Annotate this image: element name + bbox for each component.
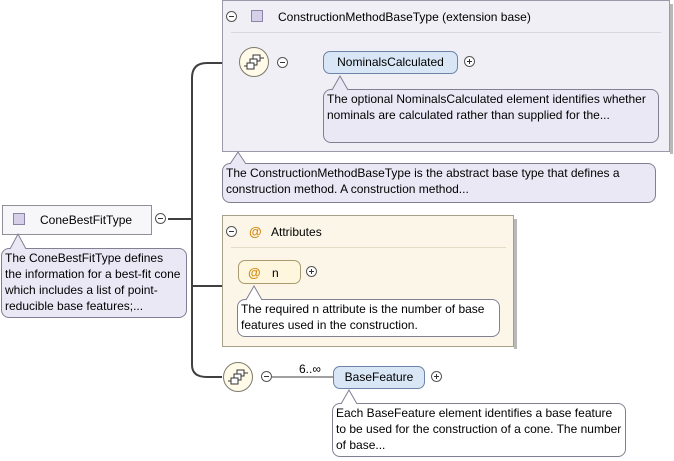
title-separator: [231, 247, 506, 248]
complex-type-icon: [251, 10, 263, 22]
attributes-collapse-icon[interactable]: [226, 226, 237, 237]
extension-doc-note: The ConstructionMethodBaseType is the ab…: [222, 163, 656, 203]
base-feature-element[interactable]: BaseFeature: [333, 366, 425, 389]
attribute-n[interactable]: @ n: [238, 260, 301, 284]
nominals-expand-icon[interactable]: [464, 56, 475, 67]
sequence-collapse-icon[interactable]: [277, 57, 288, 68]
attributes-title: Attributes: [271, 225, 322, 239]
sequence-compositor-icon[interactable]: [223, 362, 253, 392]
attribute-icon: @: [248, 265, 261, 280]
extension-collapse-icon[interactable]: [226, 11, 237, 22]
complex-type-icon: [13, 213, 25, 225]
nominals-doc-note: The optional NominalsCalculated element …: [323, 89, 659, 143]
title-separator: [231, 32, 661, 33]
root-collapse-icon[interactable]: [155, 213, 166, 224]
attribute-name: n: [272, 266, 279, 280]
root-doc-note: The ConeBestFitType defines the informat…: [1, 248, 187, 318]
extension-title: ConstructionMethodBaseType (extension ba…: [278, 10, 531, 24]
nominals-calculated-element[interactable]: NominalsCalculated: [323, 51, 458, 74]
root-type-name: ConeBestFitType: [40, 213, 133, 227]
base-feature-doc-note: Each BaseFeature element identifies a ba…: [332, 403, 626, 457]
base-feature-expand-icon[interactable]: [431, 371, 442, 382]
base-feature-cardinality: 6..∞: [299, 362, 321, 376]
attribute-group-icon: @: [249, 224, 262, 239]
attribute-expand-icon[interactable]: [306, 266, 317, 277]
root-type-box[interactable]: ConeBestFitType: [2, 205, 152, 235]
attribute-doc-note: The required n attribute is the number o…: [237, 299, 500, 337]
sequence-collapse-icon[interactable]: [261, 371, 272, 382]
sequence-compositor-icon[interactable]: [239, 47, 269, 77]
